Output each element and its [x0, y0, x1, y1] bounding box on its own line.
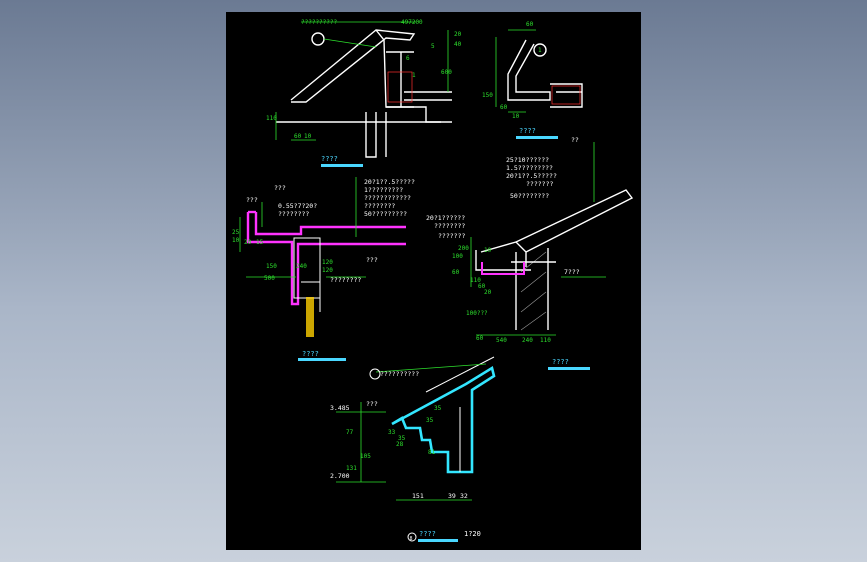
- note: 50?????????: [364, 210, 407, 218]
- dim: 100???: [466, 310, 488, 317]
- note: ??: [571, 136, 579, 144]
- dim: 110: [266, 115, 277, 122]
- note: 1.5?????????: [506, 164, 553, 172]
- dim: 39: [448, 492, 456, 500]
- note: ???: [366, 256, 378, 264]
- dim: 5: [431, 43, 435, 50]
- detail-5: ?????????? ??? 3.485 77 105 131 2.700 35…: [330, 356, 496, 542]
- dim: 105: [360, 453, 371, 460]
- note: ????????: [278, 210, 309, 218]
- note: ???: [366, 400, 378, 408]
- note: 0.55?7?20?: [278, 202, 317, 210]
- title-bar: [321, 164, 363, 167]
- dim: 120: [322, 267, 333, 274]
- dim: 20: [454, 31, 462, 38]
- dim: 110: [470, 277, 481, 284]
- title-bar: [298, 358, 346, 361]
- dim: 110: [540, 337, 551, 344]
- dim: 131: [346, 465, 357, 472]
- dim: 120: [322, 259, 333, 266]
- dim: 35: [398, 435, 406, 442]
- detail-4: ?? 25?10?????? 1.5????????? 20?1??.5????…: [426, 136, 634, 370]
- note: ???: [246, 196, 258, 204]
- detail-3: ??? ??? 0.55?7?20? ???????? 20?1??.5????…: [232, 177, 415, 361]
- dim: 20: [484, 289, 492, 296]
- dim: 81: [428, 449, 436, 456]
- detail-4-title: ????: [552, 358, 569, 366]
- detail-5-scale: 1?20: [464, 530, 481, 538]
- note: ????????: [434, 222, 465, 230]
- dim: 60: [452, 269, 460, 276]
- dim: 15: [256, 239, 264, 246]
- drawing-sheet: ?????????? 497200 20 5 40 600 110 60 10 …: [226, 12, 641, 550]
- dim: 540: [496, 337, 507, 344]
- note: ???????: [438, 232, 465, 240]
- detail-1: ?????????? 497200 20 5 40 600 110 60 10 …: [266, 19, 462, 167]
- dim: 240: [296, 263, 307, 270]
- note: ????????: [330, 276, 361, 284]
- note: 20?1??????: [426, 214, 465, 222]
- detail-3-title: ????: [302, 350, 319, 358]
- dim: 6: [406, 55, 410, 62]
- title-bar: [548, 367, 590, 370]
- dim: 3.485: [330, 404, 350, 412]
- detail-number-circle: [407, 532, 417, 542]
- detail-number: 8: [410, 536, 413, 542]
- dim: 60: [478, 283, 486, 290]
- dim: 60: [500, 104, 508, 111]
- dim: 35: [426, 417, 434, 424]
- detail-1-title: ????: [321, 155, 338, 163]
- dim: 1: [538, 47, 542, 54]
- dim: 151: [412, 492, 424, 500]
- note: 50????????: [510, 192, 549, 200]
- dim: 35: [434, 405, 442, 412]
- dim: 60: [526, 21, 534, 28]
- dim: 10: [232, 237, 240, 244]
- title-bar: [516, 136, 558, 139]
- dim: 150: [266, 263, 277, 270]
- dim: 240: [522, 337, 533, 344]
- dim: 200: [458, 245, 469, 252]
- note: ????????: [364, 202, 395, 210]
- detail-2: 60 1 150 60 10 ????: [482, 21, 583, 139]
- dim: 33: [388, 429, 396, 436]
- dim: 28: [396, 441, 404, 448]
- note: ????????????: [364, 194, 411, 202]
- dim: 10: [484, 247, 492, 254]
- note: 25?10??????: [506, 156, 549, 164]
- dim: 10: [512, 113, 520, 120]
- dim: 1: [412, 72, 416, 79]
- note: 20?1??.5?????: [364, 178, 415, 186]
- dim: 20: [244, 239, 252, 246]
- note: ???: [274, 184, 286, 192]
- note: 20?1??.5?????: [506, 172, 557, 180]
- dim: 25: [232, 229, 240, 236]
- dim: 500: [264, 275, 275, 282]
- dim: 40: [454, 41, 462, 48]
- detail-5-title: ????: [419, 530, 436, 538]
- dim: 77: [346, 429, 354, 436]
- dim: 32: [460, 492, 468, 500]
- cad-drawing: ?????????? 497200 20 5 40 600 110 60 10 …: [232, 19, 634, 542]
- detail-5-leader: ??????????: [380, 370, 419, 378]
- note: 1?????????: [364, 186, 403, 194]
- detail-2-title: ????: [519, 127, 536, 135]
- dim: 100: [452, 253, 463, 260]
- dim: 10: [304, 133, 312, 140]
- dim: 60: [294, 133, 302, 140]
- dim: 150: [482, 92, 493, 99]
- title-bar: [418, 539, 458, 542]
- detail-1-elevation: 497200: [401, 19, 423, 26]
- dim: 2.700: [330, 472, 350, 480]
- dim: 60: [476, 335, 484, 342]
- dim: 600: [441, 69, 452, 76]
- note: 7???: [564, 268, 580, 276]
- note: ???????: [526, 180, 553, 188]
- detail-1-leader: ??????????: [301, 19, 338, 26]
